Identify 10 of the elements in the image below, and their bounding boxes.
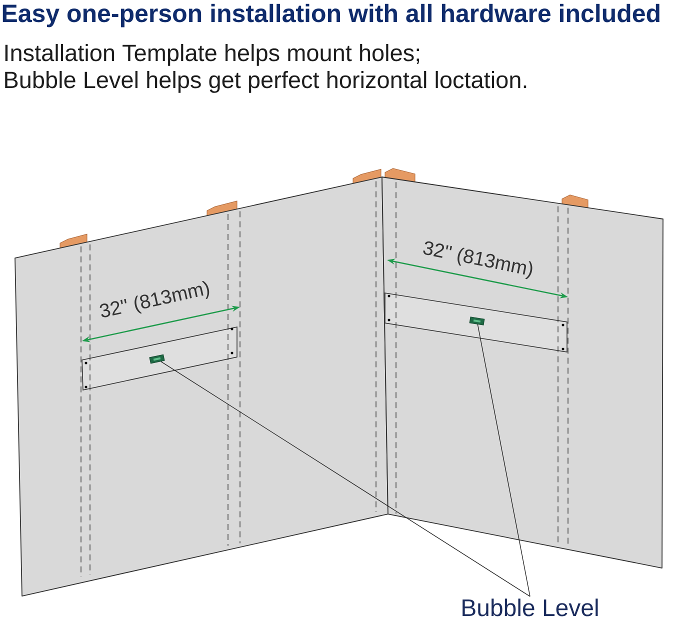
leader-line — [160, 361, 530, 597]
callout-label: Bubble Level — [462, 598, 598, 616]
description: Installation Template helps mount holes; — [5, 44, 420, 66]
dimension-label: 32'' (813mm) — [423, 241, 532, 280]
leader-line — [477, 324, 530, 597]
bubble-level — [149, 354, 165, 364]
bubble-level — [469, 316, 485, 326]
title: Easy one-person installation with all hardware included — [2, 4, 660, 28]
dimension-label: 32'' (813mm) — [100, 280, 210, 318]
description: Bubble Level helps get perfect horizontal loctation. — [5, 70, 526, 93]
